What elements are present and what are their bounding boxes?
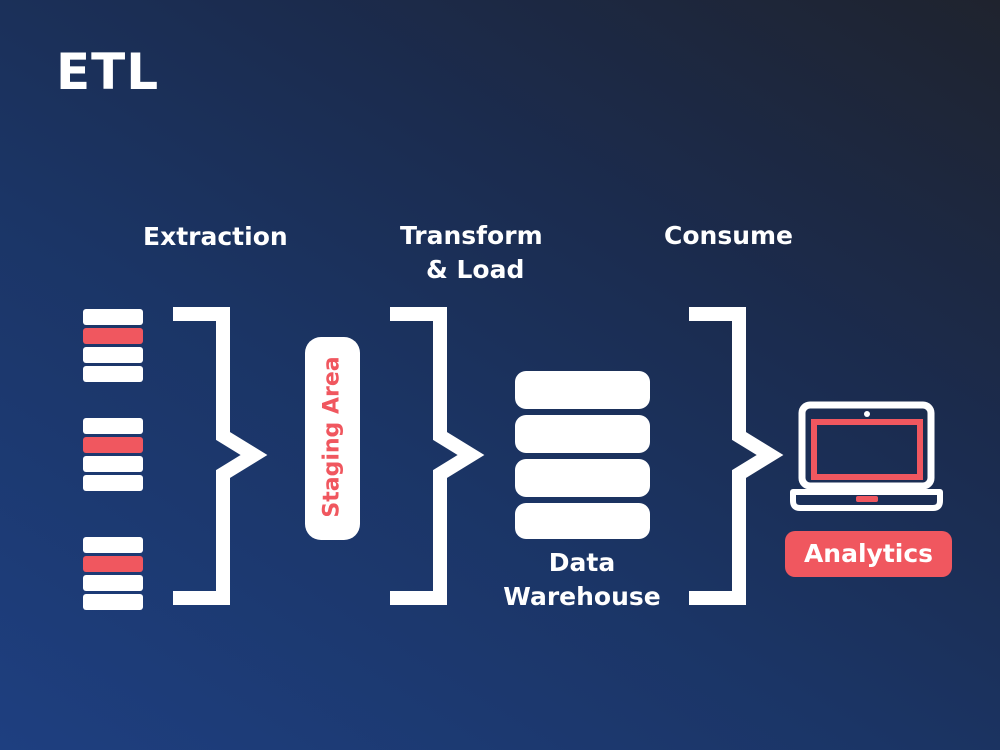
extraction-bracket xyxy=(173,307,268,605)
page-title: ETL xyxy=(56,43,160,101)
staging-area-box xyxy=(305,337,360,540)
stage-label-extraction: Extraction xyxy=(143,222,288,251)
analytics-badge xyxy=(785,531,952,577)
stage-label-consume: Consume xyxy=(664,221,794,250)
analytics-label: Analytics xyxy=(803,539,934,568)
staging-area-label: Staging Area xyxy=(319,356,345,518)
stage-label-transform: Transform & Load xyxy=(400,219,543,287)
source-database-icon xyxy=(83,418,143,491)
stage-label-transform-line2: & Load xyxy=(426,255,525,284)
transform-bracket xyxy=(390,307,485,605)
database-stack-icon xyxy=(515,371,650,539)
consume-bracket xyxy=(689,307,784,605)
laptop-icon xyxy=(790,401,943,511)
source-database-icon xyxy=(83,309,143,382)
data-warehouse-label-line1: Data xyxy=(548,548,616,577)
source-database-icon xyxy=(83,537,143,610)
data-warehouse-label: Data Warehouse xyxy=(500,546,664,614)
data-warehouse-label-line2: Warehouse xyxy=(503,582,661,611)
stage-label-transform-line1: Transform xyxy=(400,221,543,250)
